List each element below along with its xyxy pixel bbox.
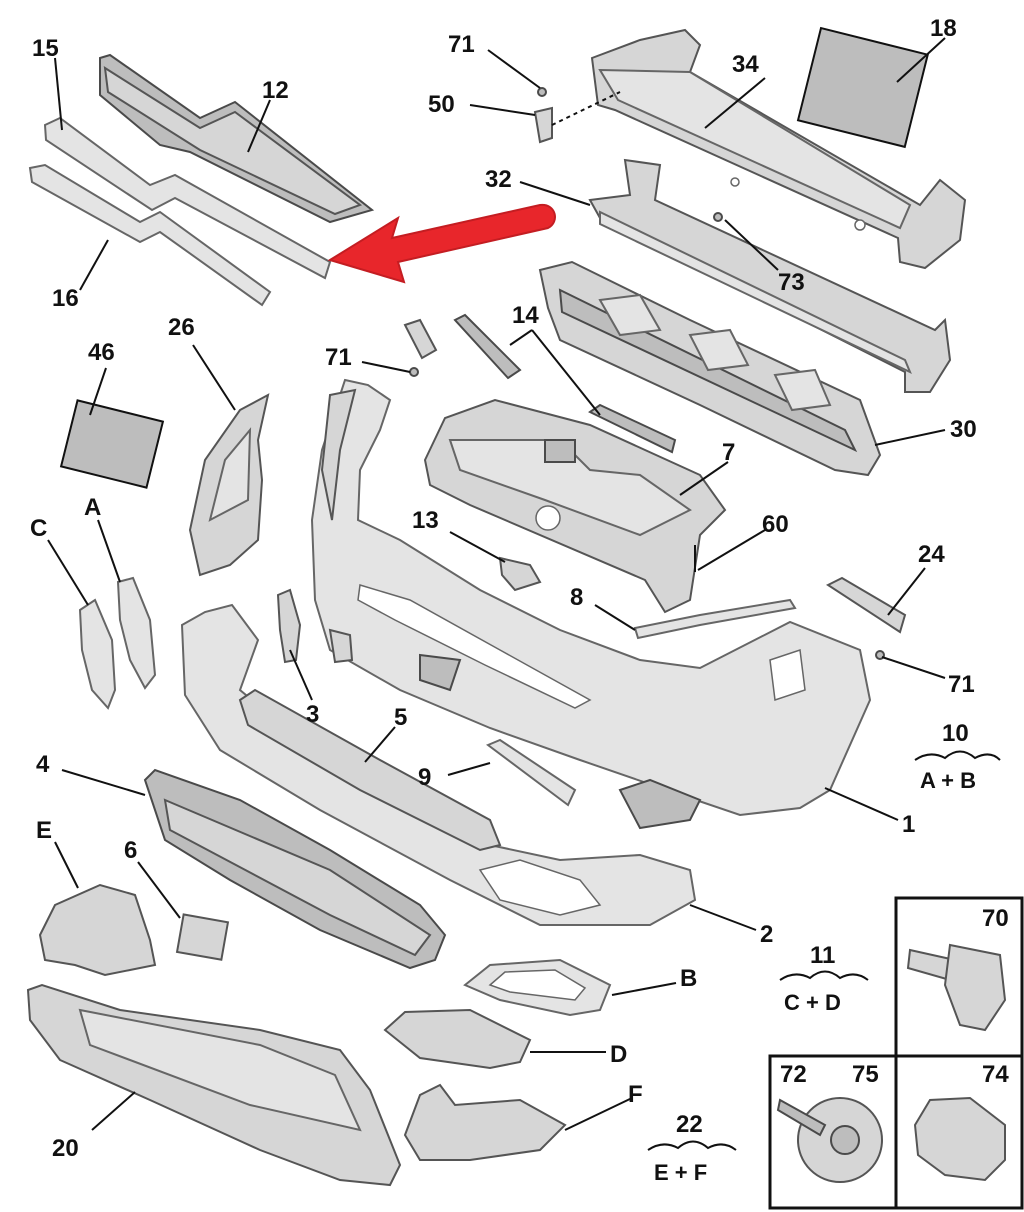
callout-f: F [628,1081,643,1108]
callout-b: B [680,965,697,992]
part-15-chrome-strip [43,116,332,280]
callout-60: 60 [762,511,789,538]
callout-9: 9 [418,764,431,791]
callout-8: 8 [570,584,583,611]
part-9-trim [486,738,577,807]
callout-46: 46 [88,339,115,366]
callout-7: 7 [722,439,735,466]
part-6-cover [175,913,230,961]
part-clip-near-71 [403,318,438,377]
part-f-deflector [403,1083,567,1161]
callout-73: 73 [778,269,805,296]
callout-labels: 15 12 16 71 50 34 18 32 73 14 71 26 46 3… [30,15,1009,1185]
callout-1: 1 [902,811,915,838]
callout-26: 26 [168,314,195,341]
callout-70: 70 [982,905,1009,932]
fastener-inset-74 [894,1054,1024,1210]
part-46-label-plate [59,399,165,489]
callout-a-plus-b: A + B [920,768,976,793]
part-13-clip [498,556,542,592]
callout-13: 13 [412,507,439,534]
callout-a-top: A [84,494,101,521]
callout-3: 3 [306,701,319,728]
part-c-lamp-trim [78,598,117,710]
callout-20: 20 [52,1135,79,1162]
callout-2: 2 [760,921,773,948]
part-24-bracket [825,576,907,634]
part-d-fog-cover [383,1008,532,1070]
part-b-fog-surround [463,958,612,1017]
callout-30: 30 [950,416,977,443]
part-e-deflector [38,883,157,977]
part-32-lower-beam [588,158,952,393]
callout-10: 10 [942,720,969,747]
callout-71-right: 71 [948,671,975,698]
part-12-upper-grille [99,53,375,224]
callout-71-mid: 71 [325,344,352,371]
callout-16: 16 [52,285,79,312]
leader-lines [47,37,946,1131]
callout-72: 72 [780,1061,807,1088]
part-30-energy-absorber [538,260,882,477]
part-3-cover [276,588,302,664]
callout-32: 32 [485,166,512,193]
red-arrow-icon [327,203,556,284]
part-1-front-bumper [310,378,872,830]
callout-6: 6 [124,837,137,864]
part-5-lower-mesh [238,688,502,852]
callout-22: 22 [676,1111,703,1138]
callout-d: D [610,1041,627,1068]
part-20-under-tray [26,983,402,1187]
callout-50: 50 [428,91,455,118]
fastener-inset-72-75 [768,1054,898,1210]
callout-34: 34 [732,51,759,78]
callout-18: 18 [930,15,957,42]
part-a-lamp-trim [116,576,157,690]
part-18-label-plate [796,26,929,149]
callout-71-top: 71 [448,31,475,58]
part-14-trim-strips [453,313,677,454]
callout-24: 24 [918,541,945,568]
part-2-lower-bumper [180,603,697,926]
callout-15: 15 [32,35,59,62]
part-16-chrome-strip [28,163,272,307]
callout-e: E [36,817,52,844]
callout-e-plus-f: E + F [654,1160,707,1185]
callout-5: 5 [394,704,407,731]
callout-c-top: C [30,515,47,542]
callout-12: 12 [262,77,289,104]
callout-c-plus-d: C + D [784,990,841,1015]
part-8-trim-strip [633,598,797,640]
callout-74: 74 [982,1061,1009,1088]
part-34-reinforcement-beam [590,28,967,270]
part-4-lower-grille [143,768,447,970]
callout-75: 75 [852,1061,879,1088]
callout-4: 4 [36,751,50,778]
callout-14: 14 [512,302,539,329]
part-7-upper-carrier [423,398,727,614]
callout-11: 11 [810,942,835,969]
part-50-bracket [533,87,621,144]
part-26-side-bracket [188,393,270,577]
combo-braces [647,750,1001,1151]
fastener-inset-70 [894,896,1024,1058]
